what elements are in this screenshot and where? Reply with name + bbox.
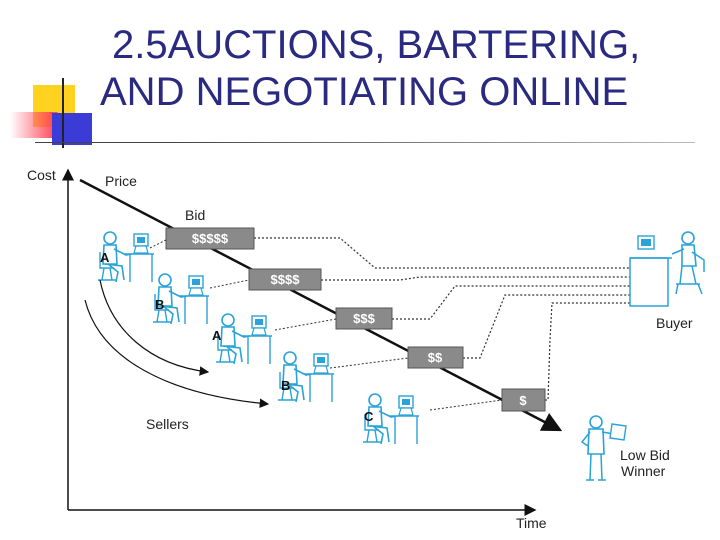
bid-box-label: $$$$ — [271, 272, 301, 287]
bid-box-label: $$$$$ — [192, 231, 229, 246]
bid-box-3: $$$ — [335, 307, 393, 330]
bid-box-2: $$$$ — [248, 268, 322, 291]
seller-a2-figure — [215, 313, 273, 365]
bid-box-label: $ — [519, 393, 527, 408]
bid-box-label: $$$ — [353, 311, 375, 326]
price-label: Price — [105, 173, 137, 189]
bid-box-1: $$$$$ — [165, 227, 255, 250]
buyer-figure — [629, 231, 705, 307]
bid-label: Bid — [185, 207, 205, 223]
bid-routes — [254, 237, 630, 401]
buyer-label: Buyer — [656, 315, 693, 331]
seller-letter: A — [212, 328, 222, 343]
winner-label-line-2: Winner — [621, 463, 666, 479]
seller-letter: C — [364, 409, 374, 424]
auction-diagram: Cost Time Price Bid $$$$$ $$$$ $$$ $$ $ — [27, 167, 705, 531]
slide-title-line-2: AND NEGOTIATING ONLINE — [100, 70, 629, 114]
y-axis-label: Cost — [27, 167, 56, 183]
price-line — [79, 178, 563, 432]
decor-blue-square — [52, 113, 92, 145]
x-axis-label: Time — [516, 515, 547, 531]
seller-letter: B — [281, 378, 290, 393]
decor-red-bar — [10, 112, 58, 138]
bid-box-5: $ — [501, 388, 546, 412]
winner-figure — [580, 415, 627, 481]
slide-title-line-1: 2.5AUCTIONS, BARTERING, — [112, 23, 641, 67]
bid-box-4: $$ — [407, 346, 464, 369]
seller-links — [149, 239, 503, 411]
seller-letter: A — [100, 250, 110, 265]
seller-arrow-b — [84, 299, 270, 409]
bid-box-label: $$ — [428, 350, 443, 365]
seller-letter: B — [155, 297, 164, 312]
seller-arrow-a — [99, 279, 210, 376]
slide-title: 2.5AUCTIONS, BARTERING, AND NEGOTIATING … — [100, 22, 680, 116]
sellers-label: Sellers — [146, 416, 189, 432]
title-underline — [35, 142, 695, 143]
seller-b2-figure — [277, 351, 335, 403]
winner-label-line-1: Low Bid — [620, 447, 670, 463]
decor-vertical-line — [62, 78, 64, 148]
